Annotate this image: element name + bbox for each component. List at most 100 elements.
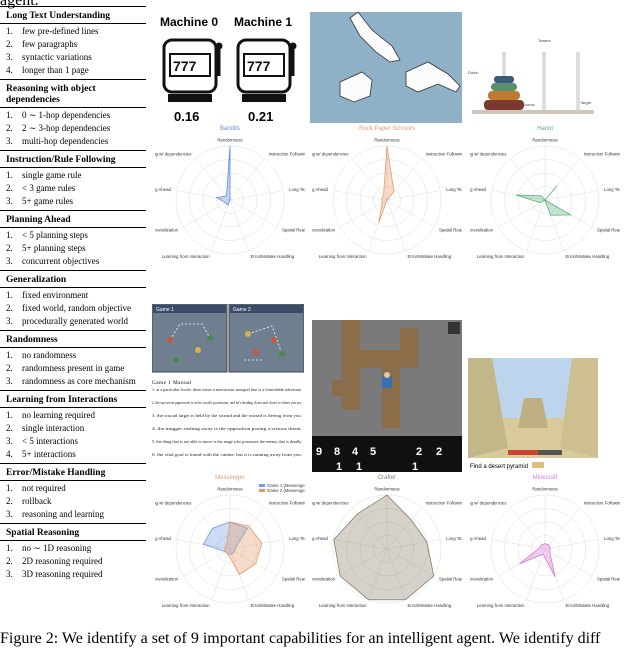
radar-axis-label: Randomness xyxy=(374,487,399,492)
inventory-count: 9 xyxy=(316,446,322,458)
radar-axis-label: Instruction Following xyxy=(269,501,305,506)
list-item: 1.0 ∼ 1-hop dependencies xyxy=(6,109,146,122)
item-number: 3. xyxy=(6,316,13,326)
list-item: 2.few paragraphs xyxy=(6,38,146,51)
radar-axis-label: Instruction Following xyxy=(584,501,620,506)
figure-caption-cut: Figure 2: We identify a set of 9 importa… xyxy=(0,630,601,647)
list-item: 2.single interaction xyxy=(6,422,146,435)
radar-axis-label: Long Text xyxy=(446,187,462,192)
hanoi-label-target: Target xyxy=(580,100,592,105)
list-item: 2.fixed world, random objective xyxy=(6,302,146,315)
item-number: 3. xyxy=(6,196,13,206)
radar-axis-label: Long Text xyxy=(289,536,305,541)
item-number: 3. xyxy=(6,52,13,62)
list-item: 3.multi-hop dependencies xyxy=(6,135,146,148)
radar-axis-label: Planning Ahead xyxy=(155,187,172,192)
radar-axis-label: Spatial Reasoning xyxy=(282,577,305,582)
radar-axis-line xyxy=(176,190,231,201)
item-text: no ∼ 1D reasoning xyxy=(22,543,92,553)
manual-line: 4. the mugger rushing away is the opposi… xyxy=(152,427,302,431)
item-number: 1. xyxy=(6,230,13,240)
list-item: 1.no randomness xyxy=(6,349,146,362)
radar-axis-label: Generalization xyxy=(312,577,336,582)
radar-axis-label: Reasoning w/ dependencies xyxy=(155,152,191,157)
messenger-manual-title: Game 1 Manual xyxy=(152,380,192,386)
list-item: 2. 2D reasoning required xyxy=(6,555,146,568)
item-text: 5+ planning steps xyxy=(22,243,86,253)
item-text: concurrent objectives xyxy=(22,256,100,266)
radar-axis-label: Generalization xyxy=(155,228,179,233)
radar-axis-line xyxy=(386,190,441,201)
list-item: 3.3D reasoning required xyxy=(6,568,146,581)
item-number: 2. xyxy=(6,183,13,193)
radar-axis-label: Randomness xyxy=(532,138,557,143)
item-text: 5+ game rules xyxy=(22,196,74,206)
list-item: 3.procedurally generated world xyxy=(6,315,146,328)
list-item: 3.randomness as core mechanism xyxy=(6,375,146,388)
radar-axis-label: Error/Mistake Handling xyxy=(251,254,295,259)
radar-axis-line xyxy=(340,199,388,228)
minecraft-scene-icon: Find a desert pyramid xyxy=(468,358,598,470)
radar-axis-line xyxy=(491,539,546,550)
radar-axis-label: Learning from Interaction xyxy=(477,254,525,259)
item-number: 2. xyxy=(6,556,13,566)
radar-axis-line xyxy=(544,190,599,201)
item-text: few pre-defined lines xyxy=(22,26,99,36)
inventory-count: 2 xyxy=(416,446,422,458)
radar-axis-label: Instruction Following xyxy=(584,152,620,157)
section-title: Planning Ahead xyxy=(0,211,146,228)
radar-title: Minecraft xyxy=(533,475,558,481)
radar-axis-line xyxy=(229,199,249,251)
messenger-image: Game 1 Game 2 Game 1 Manual 1. at a part… xyxy=(152,304,304,472)
radar-axis-line xyxy=(333,190,388,201)
radar-axis-label: Error/Mistake Handling xyxy=(566,603,610,608)
item-text: 2D reasoning required xyxy=(22,556,103,566)
item-number: 1. xyxy=(6,543,13,553)
radar-axis-label: Long Text xyxy=(289,187,305,192)
manual-line: 2. the top-secret paperwork is in the cr… xyxy=(152,401,302,406)
item-text: randomness as core mechanism xyxy=(22,376,136,386)
radar-axis-label: Planning Ahead xyxy=(470,187,487,192)
item-number: 1. xyxy=(6,410,13,420)
item-text: single interaction xyxy=(22,423,85,433)
radar-axis-label: Spatial Reasoning xyxy=(597,577,620,582)
item-text: syntactic variations xyxy=(22,52,92,62)
item-text: not required xyxy=(22,483,66,493)
radar-axis-label: Error/Mistake Handling xyxy=(408,603,452,608)
messenger-manual: 1. at a particular locale, there exists … xyxy=(152,388,302,458)
radar-axis-label: Randomness xyxy=(374,138,399,143)
radar-axis-label: Planning Ahead xyxy=(155,536,172,541)
item-number: 4. xyxy=(6,65,13,75)
machine-1-value: 0.21 xyxy=(248,109,273,124)
list-item: 3. syntactic variations xyxy=(6,51,146,64)
item-text: < 5 planning steps xyxy=(22,230,88,240)
radar-title: Bandits xyxy=(220,126,240,132)
radar-axis-line xyxy=(229,539,284,550)
section-title: Randomness xyxy=(0,331,146,348)
radar-axis-label: Generalization xyxy=(312,228,336,233)
radar-series-area xyxy=(215,145,231,206)
radar-axis-line xyxy=(510,158,546,201)
radar-axis-line xyxy=(544,507,580,550)
radar-axis-label: Spatial Reasoning xyxy=(597,228,620,233)
radar-axis-label: Long Text xyxy=(446,536,462,541)
radar-axis-label: Randomness xyxy=(217,138,242,143)
radar-axis-label: Instruction Following xyxy=(269,152,305,157)
radar-axis-line xyxy=(526,199,546,251)
radar-axis-line xyxy=(510,507,546,550)
radar-title: Crafter xyxy=(378,475,396,481)
list-item: 1.few pre-defined lines xyxy=(6,25,146,38)
radar-legend-swatch xyxy=(259,484,265,487)
inventory-count: 1 xyxy=(356,461,362,472)
item-text: 0 ∼ 1-hop dependencies xyxy=(22,110,111,120)
radar-axis-line xyxy=(386,199,406,251)
